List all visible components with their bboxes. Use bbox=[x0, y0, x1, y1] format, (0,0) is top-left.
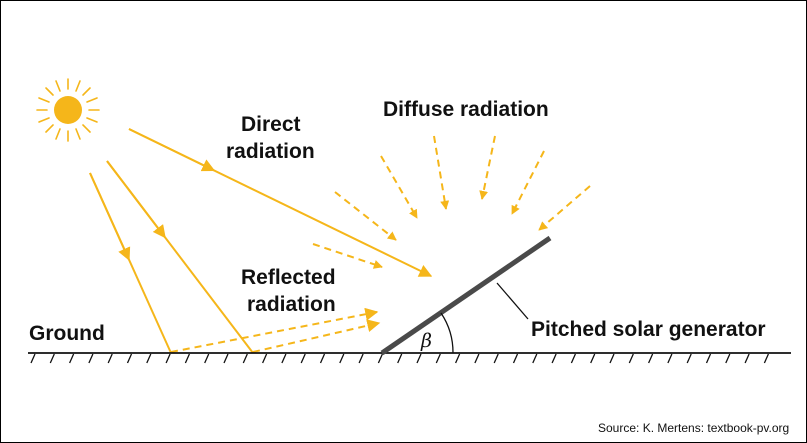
reflected-radiation-label: Reflected bbox=[241, 266, 336, 289]
ground-hatch-mark bbox=[648, 353, 654, 364]
ground-hatch-mark bbox=[628, 353, 634, 364]
direct-radiation-label: radiation bbox=[226, 140, 315, 163]
ground-hatch-mark bbox=[262, 353, 268, 364]
ground-hatch-mark bbox=[551, 353, 557, 364]
ground-hatch-mark bbox=[435, 353, 441, 364]
generator-pointer-line bbox=[496, 282, 529, 320]
ground-hatch-mark bbox=[242, 353, 248, 364]
diffuse-radiation-label: Diffuse radiation bbox=[383, 98, 549, 121]
ground-hatching bbox=[30, 353, 769, 364]
ground-hatch-mark bbox=[493, 353, 499, 364]
ground-hatch-mark bbox=[512, 353, 519, 364]
ground-hatch-mark bbox=[204, 353, 210, 364]
ground-hatch-mark bbox=[455, 353, 461, 364]
ground-hatch-mark bbox=[126, 353, 133, 364]
ground-hatch-mark bbox=[319, 353, 326, 364]
ground-hatch-mark bbox=[223, 353, 229, 364]
solar-panel bbox=[380, 235, 552, 356]
ground-hatch-mark bbox=[165, 353, 171, 364]
ground-hatch-mark bbox=[744, 353, 750, 364]
diffuse-arrow bbox=[334, 191, 397, 241]
ground-hatch-mark bbox=[358, 353, 364, 364]
ground-hatch-mark bbox=[300, 353, 306, 364]
ground-hatch-mark bbox=[184, 353, 190, 364]
reflected-incoming-beam-2 bbox=[106, 160, 254, 354]
ground-hatch-mark bbox=[416, 353, 422, 364]
ground-hatch-mark bbox=[763, 353, 769, 364]
direct-radiation-label: Direct bbox=[241, 113, 301, 136]
ground-hatch-mark bbox=[532, 353, 538, 364]
ground-hatch-mark bbox=[69, 353, 75, 364]
ground-hatch-mark bbox=[474, 353, 480, 364]
tilt-angle-label: β bbox=[420, 330, 432, 352]
pitched-solar-generator-label: Pitched solar generator bbox=[531, 318, 766, 341]
tilt-angle-arc bbox=[440, 312, 454, 354]
direct-radiation-arrow bbox=[128, 128, 433, 277]
ground-hatch-mark bbox=[377, 353, 383, 364]
ground-hatch-mark bbox=[686, 353, 692, 364]
ground-hatch-mark bbox=[339, 353, 345, 364]
diffuse-arrow bbox=[312, 243, 383, 269]
diffuse-arrow bbox=[479, 135, 496, 200]
ground-hatch-mark bbox=[281, 353, 287, 364]
ground-hatch-mark bbox=[609, 353, 615, 364]
ground-hatch-mark bbox=[146, 353, 152, 364]
diffuse-arrow bbox=[433, 135, 450, 210]
sun-icon bbox=[36, 78, 100, 142]
diffuse-arrow bbox=[511, 150, 545, 215]
ground-hatch-mark bbox=[30, 353, 36, 364]
ground-hatch-mark bbox=[705, 353, 712, 364]
ground-hatch-mark bbox=[397, 353, 403, 364]
ground-hatch-mark bbox=[667, 353, 673, 364]
ground-hatch-mark bbox=[88, 353, 94, 364]
diffuse-arrow bbox=[380, 155, 418, 219]
diffuse-arrow bbox=[538, 185, 591, 231]
ground-label: Ground bbox=[29, 322, 105, 345]
ground-hatch-mark bbox=[725, 353, 731, 364]
ground-hatch-mark bbox=[590, 353, 596, 364]
reflected-outgoing-beam-2 bbox=[252, 319, 381, 353]
reflected-radiation-label: radiation bbox=[247, 293, 336, 316]
ground-hatch-mark bbox=[107, 353, 113, 364]
reflected-outgoing-beam-1 bbox=[170, 307, 379, 353]
source-caption: Source: K. Mertens: textbook-pv.org bbox=[598, 421, 789, 435]
reflected-incoming-beam-1 bbox=[89, 172, 172, 354]
ground-hatch-mark bbox=[570, 353, 576, 364]
diffuse-radiation-arrows bbox=[312, 135, 591, 269]
ground-hatch-mark bbox=[49, 353, 55, 364]
